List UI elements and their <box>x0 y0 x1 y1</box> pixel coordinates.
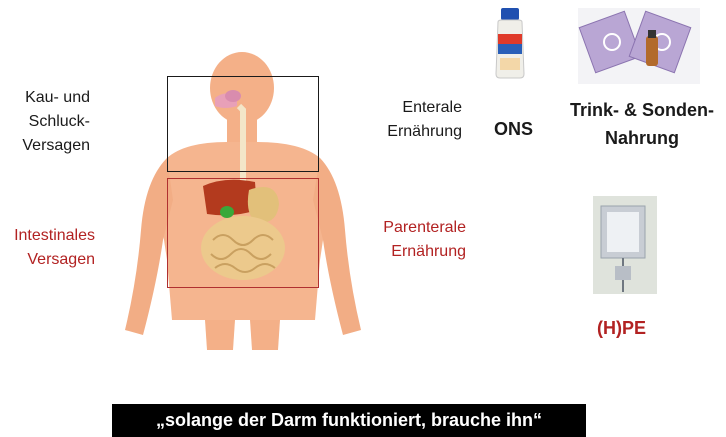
intestinal-box <box>167 178 319 288</box>
label-kau-schluck-versagen: Kau- und Schluck- Versagen <box>18 86 90 158</box>
label-trink-sonden-nahrung: Trink- & Sonden- Nahrung <box>557 96 726 152</box>
label-intestinales-versagen: Intestinales Versagen <box>5 224 95 272</box>
label-enterale-ernaehrung: Enterale Ernährung <box>372 96 462 144</box>
tube-feeding-bags-image <box>578 8 700 84</box>
parenteral-infusion-image <box>593 196 657 294</box>
motto-banner: „solange der Darm funktioniert, brauche … <box>112 404 586 437</box>
label-hpe: (H)PE <box>597 316 646 340</box>
ons-bottle-image <box>492 8 528 80</box>
label-parenterale-ernaehrung: Parenterale Ernährung <box>370 216 466 264</box>
label-ons: ONS <box>494 117 533 141</box>
upper-gi-box <box>167 76 319 172</box>
